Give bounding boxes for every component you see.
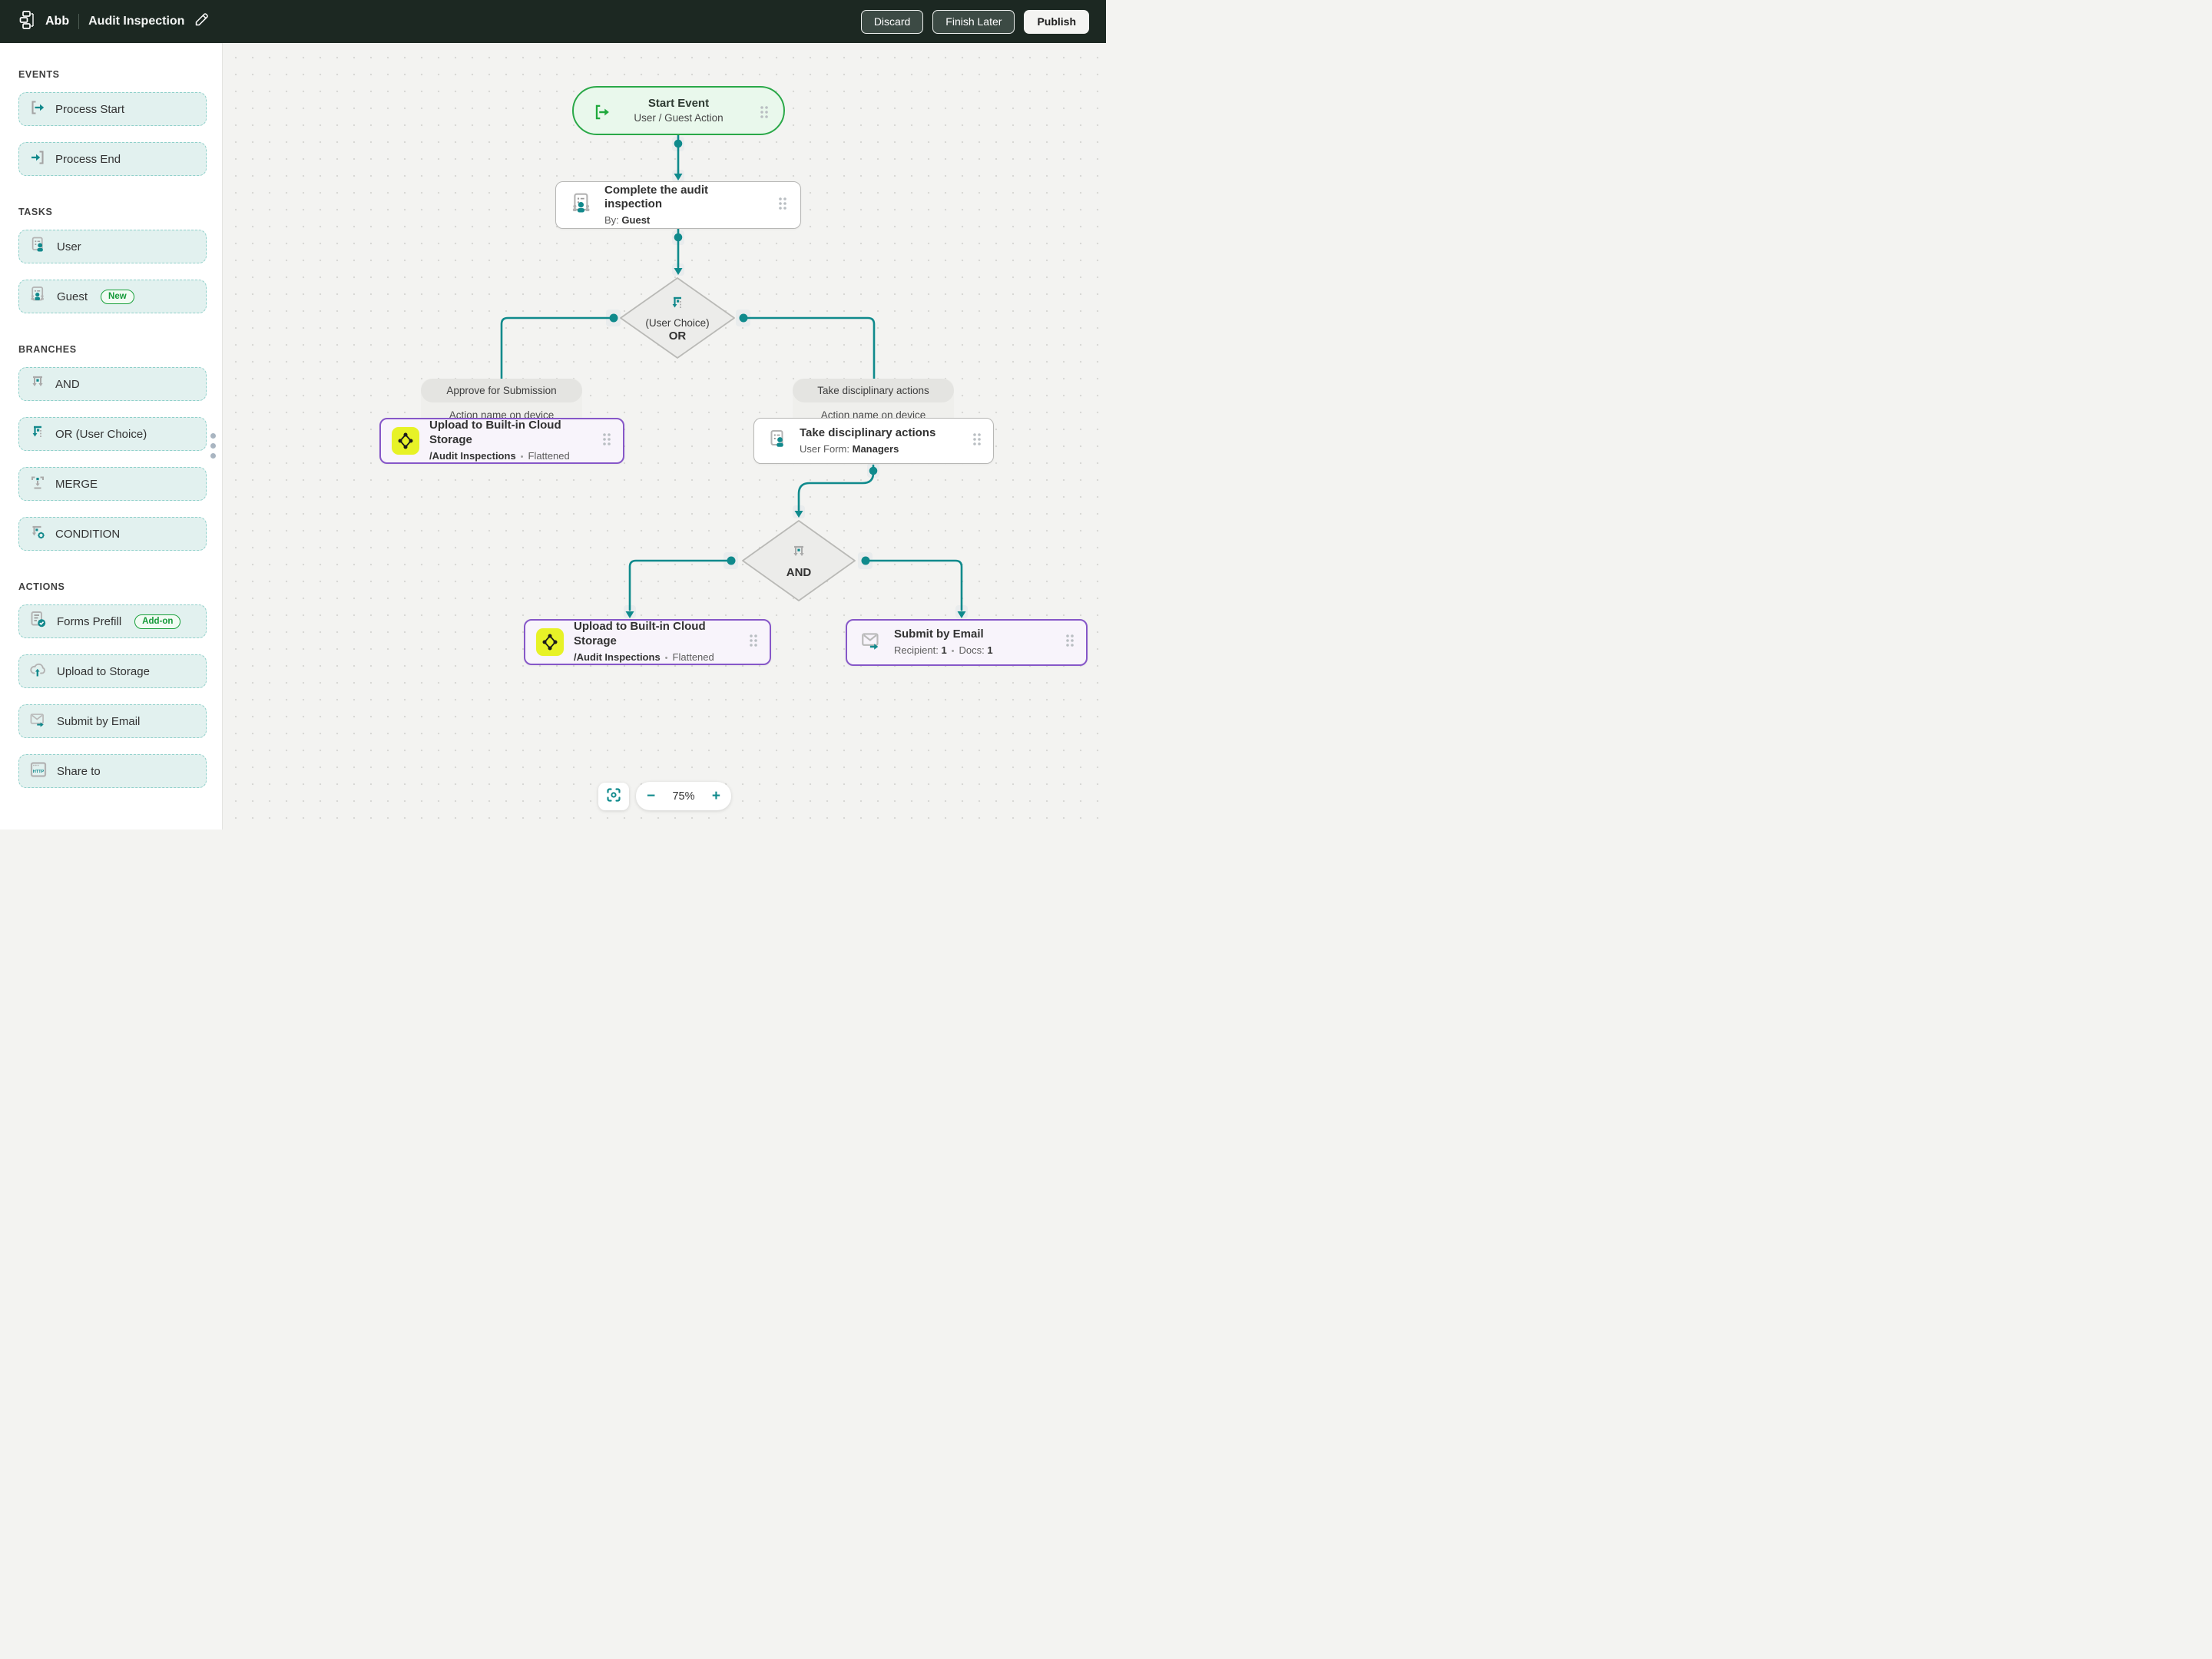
and-branch-node[interactable]: AND	[741, 519, 856, 602]
forms-prefill-icon	[28, 610, 48, 634]
node-title: Upload to Built-in Cloud Storage	[429, 419, 561, 447]
branch-name[interactable]: Approve for Submission	[421, 379, 582, 402]
addon-badge: Add-on	[134, 614, 181, 629]
and-branch-icon	[28, 373, 47, 396]
drag-handle-icon[interactable]	[601, 432, 612, 451]
zoom-out-button[interactable]: −	[647, 788, 656, 804]
center-focus-icon	[605, 786, 622, 807]
svg-text:HTTP: HTTP	[33, 769, 45, 773]
sidebar-item-condition-branch[interactable]: CONDITION	[18, 517, 207, 551]
branch-operator-label: OR	[668, 329, 687, 343]
section-events: EVENTS	[18, 69, 60, 80]
drag-handle-icon[interactable]	[972, 432, 982, 451]
sidebar-item-process-start[interactable]: Process Start	[18, 92, 207, 126]
guest-form-icon	[570, 191, 594, 220]
upload-storage-node-bottom[interactable]: Upload to Built-in Cloud Storage /Audit …	[524, 619, 771, 665]
app-window: Abb Audit Inspection Discard Finish Late…	[0, 0, 1106, 830]
branch-name[interactable]: Take disciplinary actions	[793, 379, 954, 402]
zoom-level: 75%	[672, 790, 695, 803]
node-title: Start Event	[647, 97, 710, 111]
sidebar-item-forms-prefill[interactable]: Forms Prefill Add-on	[18, 604, 207, 638]
top-bar: Abb Audit Inspection Discard Finish Late…	[0, 0, 1106, 43]
guest-task-node[interactable]: Complete the audit inspection By: Guest	[555, 181, 801, 229]
user-form-icon	[767, 428, 790, 455]
section-actions: ACTIONS	[18, 581, 65, 592]
workflow-logo-icon	[17, 10, 36, 34]
process-start-icon	[28, 98, 47, 121]
node-title: Upload to Built-in Cloud Storage	[574, 620, 706, 648]
sidebar-item-share-to[interactable]: HTTP Share to	[18, 754, 207, 788]
finish-later-button[interactable]: Finish Later	[932, 9, 1015, 34]
cloud-storage-app-icon	[536, 628, 564, 656]
and-branch-icon	[790, 543, 808, 565]
guest-form-icon	[28, 285, 48, 309]
section-branches: BRANCHES	[18, 344, 77, 355]
or-branch-icon	[668, 294, 687, 316]
zoom-toolbar: − 75% +	[636, 782, 731, 810]
node-subtitle: /Audit Inspections•Flattened	[429, 449, 570, 462]
drag-handle-icon[interactable]	[748, 633, 759, 652]
discard-button[interactable]: Discard	[860, 9, 924, 34]
palette-sidebar: EVENTS Process Start Process End	[0, 43, 223, 830]
branch-type-label: (User Choice)	[645, 316, 710, 329]
new-badge: New	[101, 289, 134, 304]
node-subtitle: /Audit Inspections•Flattened	[574, 651, 714, 663]
process-end-icon	[28, 148, 47, 171]
publish-button[interactable]: Publish	[1024, 9, 1089, 34]
branch-operator-label: AND	[786, 565, 812, 579]
section-tasks: TASKS	[18, 207, 53, 217]
email-send-icon	[28, 710, 48, 733]
node-title: Take disciplinary actions	[800, 426, 936, 439]
start-event-node[interactable]: Start Event User / Guest Action	[572, 86, 785, 135]
drag-handle-icon[interactable]	[1065, 633, 1075, 652]
sidebar-item-merge-branch[interactable]: MERGE	[18, 467, 207, 501]
upload-storage-node-left[interactable]: Upload to Built-in Cloud Storage /Audit …	[379, 418, 624, 464]
workspace-name: Abb	[45, 15, 70, 28]
user-form-icon	[28, 235, 48, 259]
flow-canvas[interactable]: Start Event User / Guest Action	[223, 43, 1106, 830]
zoom-in-button[interactable]: +	[711, 788, 720, 804]
node-subtitle: User / Guest Action	[634, 111, 724, 124]
submit-email-node[interactable]: Submit by Email Recipient: 1•Docs: 1	[846, 619, 1088, 666]
sidebar-item-guest-task[interactable]: Guest New	[18, 280, 207, 313]
node-title: Complete the audit inspection	[604, 183, 709, 211]
sidebar-item-process-end[interactable]: Process End	[18, 142, 207, 176]
fit-to-screen-button[interactable]	[598, 783, 629, 810]
process-start-icon	[592, 102, 612, 126]
title-divider	[78, 14, 80, 29]
document-title: Audit Inspection	[88, 15, 185, 28]
or-branch-node[interactable]: (User Choice) OR	[619, 276, 736, 359]
edit-title-icon[interactable]	[194, 12, 210, 31]
sidebar-item-submit-email[interactable]: Submit by Email	[18, 704, 207, 738]
http-browser-icon: HTTP	[28, 760, 48, 783]
cloud-storage-app-icon	[392, 427, 419, 455]
email-send-icon	[859, 628, 884, 657]
or-branch-icon	[28, 423, 47, 445]
node-subtitle: User Form: Managers	[800, 442, 899, 455]
drag-handle-icon[interactable]	[777, 196, 788, 215]
sidebar-item-user-task[interactable]: User	[18, 230, 207, 263]
sidebar-item-and-branch[interactable]: AND	[18, 367, 207, 401]
user-task-node[interactable]: Take disciplinary actions User Form: Man…	[753, 418, 994, 464]
cloud-upload-icon	[28, 660, 48, 684]
merge-branch-icon	[28, 473, 47, 495]
node-subtitle: Recipient: 1•Docs: 1	[894, 644, 993, 656]
sidebar-item-upload-storage[interactable]: Upload to Storage	[18, 654, 207, 688]
node-title: Submit by Email	[894, 628, 984, 641]
panel-resize-handle[interactable]	[210, 433, 216, 459]
drag-handle-icon[interactable]	[759, 104, 770, 124]
condition-branch-icon	[28, 523, 47, 545]
node-subtitle: By: Guest	[604, 214, 651, 227]
sidebar-item-or-branch[interactable]: OR (User Choice)	[18, 417, 207, 451]
